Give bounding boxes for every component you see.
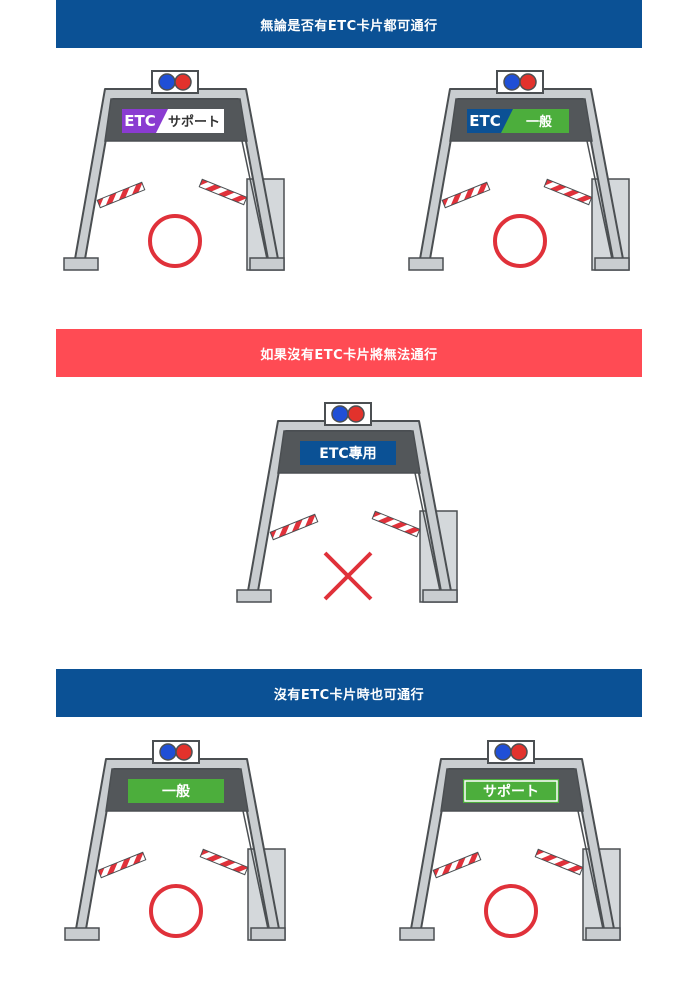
gate-foot-left <box>408 257 444 271</box>
gate-foot-left <box>399 927 435 941</box>
gate-foot-right <box>585 927 621 941</box>
barrier-right <box>371 510 421 538</box>
gate-leg-edge <box>586 140 613 260</box>
signal-light-blue <box>331 405 349 423</box>
gate-foot-right <box>249 257 285 271</box>
gate-leg-edge <box>241 140 268 260</box>
sign-plate <box>128 779 224 803</box>
barrier-left <box>97 851 147 879</box>
ok-circle-mark <box>493 214 547 268</box>
toll-gate-support: サポート <box>399 740 621 941</box>
banner-etc-only: 如果沒有ETC卡片將無法通行 <box>56 329 642 377</box>
barrier-left <box>269 513 319 541</box>
sign-text: ETC專用 <box>319 445 376 462</box>
barrier-left <box>432 851 482 879</box>
banner-etc-only-text: 如果沒有ETC卡片將無法通行 <box>260 347 438 363</box>
sign-lane-text: サポート <box>168 114 220 130</box>
gate-foot-left <box>63 257 99 271</box>
sign-text: サポート <box>483 783 539 800</box>
ok-circle-mark <box>148 214 202 268</box>
signal-light-red <box>510 743 528 761</box>
signal-light-blue <box>158 73 176 91</box>
gate-leg-edge <box>577 810 604 930</box>
barrier-right <box>199 848 249 876</box>
ok-circle-mark <box>484 884 538 938</box>
signal-light-blue <box>159 743 177 761</box>
signal-light-red <box>347 405 365 423</box>
gate-foot-right <box>250 927 286 941</box>
signal-light-blue <box>503 73 521 91</box>
toll-gate-etc-general: ETC 一般 <box>408 70 630 271</box>
sign-etc-text: ETC <box>469 112 501 130</box>
signal-light-red <box>175 743 193 761</box>
signal-light-red <box>519 73 537 91</box>
barrier-right <box>534 848 584 876</box>
sign-text: 一般 <box>162 783 190 800</box>
gate-foot-left <box>64 927 100 941</box>
barrier-right <box>543 178 593 206</box>
gate-foot-right <box>422 589 458 603</box>
signal-light-red <box>174 73 192 91</box>
sign-lane-text: 一般 <box>526 114 552 130</box>
sign-etc-text: ETC <box>124 112 156 130</box>
banner-any-card-text: 無論是否有ETC卡片都可通行 <box>260 18 438 34</box>
sign-left-part <box>467 109 513 133</box>
gate-foot-left <box>236 589 272 603</box>
barrier-left <box>441 181 491 209</box>
sign-plate <box>300 441 396 465</box>
banner-no-card-text: 沒有ETC卡片時也可通行 <box>273 687 425 703</box>
signal-light-blue <box>494 743 512 761</box>
toll-gate-general: 一般 <box>64 740 286 941</box>
ok-circle-mark <box>149 884 203 938</box>
banner-no-card: 沒有ETC卡片時也可通行 <box>56 669 642 717</box>
toll-gate-etc-only: ETC專用 <box>236 402 458 603</box>
barrier-right <box>198 178 248 206</box>
gate-leg-edge <box>242 810 269 930</box>
barrier-left <box>96 181 146 209</box>
ng-cross-mark-b <box>323 551 373 601</box>
gate-foot-right <box>594 257 630 271</box>
toll-gate-etc-support: ETC サポート <box>63 70 285 271</box>
gate-leg-edge <box>414 472 441 592</box>
sign-plate <box>463 779 559 803</box>
sign-plate-outline <box>464 780 558 802</box>
banner-any-card: 無論是否有ETC卡片都可通行 <box>56 0 642 48</box>
sign-left-part <box>122 109 168 133</box>
